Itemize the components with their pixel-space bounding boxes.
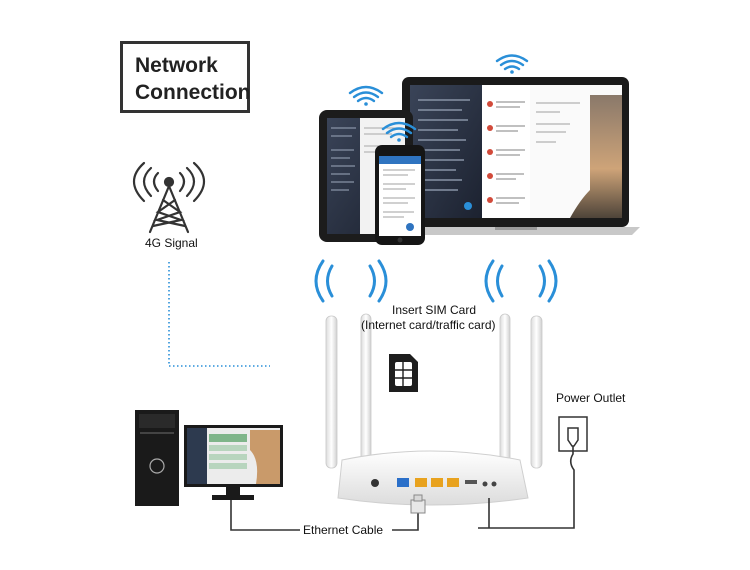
laptop-device <box>392 77 640 235</box>
sim-label-line-2: (Internet card/traffic card) <box>361 318 496 332</box>
desktop-computer <box>135 410 283 506</box>
title-line-1: Network <box>135 54 218 77</box>
signal-path-line <box>168 262 270 367</box>
ethernet-plug-icon <box>410 494 426 514</box>
power-plug-icon <box>478 416 588 529</box>
router-wifi-waves-icon <box>314 259 558 303</box>
power-outlet-label: Power Outlet <box>556 391 626 405</box>
title-box: Network Connection <box>120 41 251 113</box>
title-line-2: Connection <box>135 81 251 104</box>
router-device <box>325 313 543 506</box>
phone-device <box>375 145 425 245</box>
ethernet-cable-label: Ethernet Cable <box>300 523 387 537</box>
ethernet-cable-line <box>230 500 419 531</box>
sim-card-icon <box>389 354 418 392</box>
wifi-dots <box>364 70 514 142</box>
sim-label-line-1: Insert SIM Card <box>392 303 477 317</box>
signal-label: 4G Signal <box>145 236 198 250</box>
cell-tower-icon <box>132 161 206 234</box>
wifi-waves-icon <box>348 54 529 139</box>
